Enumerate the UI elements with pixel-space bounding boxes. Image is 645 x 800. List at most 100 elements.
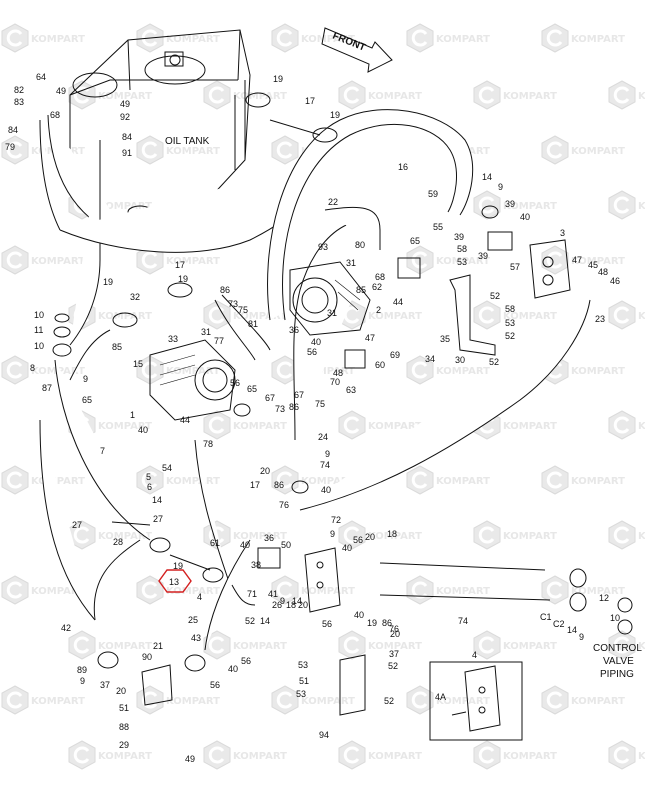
watermark-text: KOMPART: [368, 531, 422, 542]
watermark-text: KOMPART: [571, 696, 625, 707]
watermark-text: KOMPART: [571, 256, 625, 267]
watermark-text: KOMPART: [368, 311, 422, 322]
part-callout: 48: [598, 267, 608, 277]
part-callout: 21: [153, 641, 163, 651]
watermark-text: KOMPART: [98, 641, 152, 652]
watermark-text: KOMPART: [166, 476, 220, 487]
part-callout: 86: [220, 285, 230, 295]
highlighted-part-13[interactable]: 13: [158, 569, 192, 593]
part-callout: 46: [610, 276, 620, 286]
watermark-text: KOMPART: [436, 476, 490, 487]
part-callout: 40: [311, 337, 321, 347]
watermark-text: KOMPART: [436, 366, 490, 377]
part-callout: 1: [130, 410, 135, 420]
part-callout: 86: [274, 480, 284, 490]
watermark-text: KOMPART: [31, 256, 85, 267]
part-callout: 36: [289, 325, 299, 335]
part-callout: 85: [112, 342, 122, 352]
part-callout: 78: [203, 439, 213, 449]
part-callout: 29: [119, 740, 129, 750]
part-callout: 27: [72, 520, 82, 530]
part-callout: 32: [130, 292, 140, 302]
valve-block-4: [304, 547, 341, 613]
part-callout: 53: [298, 660, 308, 670]
watermark-text: KOMPART: [166, 586, 220, 597]
part-callout: 81: [248, 319, 258, 329]
part-callout: 83: [14, 97, 24, 107]
box-48: [344, 349, 366, 369]
part-callout: C2: [553, 619, 565, 629]
part-callout: 52: [245, 616, 255, 626]
watermark-text: KOMPART: [233, 311, 287, 322]
part-callout: 49: [120, 99, 130, 109]
part-callout: 34: [425, 354, 435, 364]
valve-block-3: [529, 239, 571, 299]
watermark-text: KOMPART: [98, 201, 152, 212]
part-callout: 77: [214, 336, 224, 346]
part-callout: 54: [162, 463, 172, 473]
watermark-text: KOMPART: [503, 201, 557, 212]
control-valve-caption: CONTROL VALVE PIPING: [593, 643, 642, 680]
part-callout: 14: [260, 616, 270, 626]
part-callout: 71: [247, 589, 257, 599]
watermark-text: KOMPART: [233, 641, 287, 652]
part-callout: 24: [318, 432, 328, 442]
part-callout: 50: [281, 540, 291, 550]
part-callout: 40: [354, 610, 364, 620]
part-callout: 18: [387, 529, 397, 539]
watermark-text: KOMPART: [571, 476, 625, 487]
part-callout: 73: [228, 299, 238, 309]
part-callout: 65: [82, 395, 92, 405]
bracket-30: [449, 274, 496, 356]
part-callout: 74: [458, 616, 468, 626]
oil-tank-label: OIL TANK: [165, 136, 210, 147]
watermark-text: KOMPART: [98, 531, 152, 542]
watermark-text: KOMPART: [301, 696, 355, 707]
part-callout: 90: [142, 652, 152, 662]
watermark-text: KOMPART: [638, 91, 645, 102]
part-callout: 58: [457, 244, 467, 254]
part-callout: 31: [327, 308, 337, 318]
caption-line-3: PIPING: [600, 669, 634, 680]
watermark-text: KOMPART: [571, 34, 625, 45]
part-callout: 85: [356, 285, 366, 295]
part-callout: 51: [119, 703, 129, 713]
watermark-text: KOMPART: [368, 641, 422, 652]
watermark-text: KOMPART: [233, 751, 287, 762]
part-callout: 40: [520, 212, 530, 222]
part-callout: 53: [457, 257, 467, 267]
watermark-text: KOMPART: [503, 421, 557, 432]
part-callout: 59: [428, 189, 438, 199]
hose-lines: [39, 109, 591, 651]
part-callout: 20: [260, 466, 270, 476]
part-callout: 2: [376, 305, 381, 315]
watermark-text: KOMPART: [233, 421, 287, 432]
part-callout: 53: [296, 689, 306, 699]
part-callout: 73: [275, 404, 285, 414]
part-callout: 76: [279, 500, 289, 510]
part-callout: C1: [540, 612, 552, 622]
box-38: [257, 547, 281, 569]
part-callout: 17: [175, 260, 185, 270]
part-callout: 40: [228, 664, 238, 674]
part-callout: 19: [173, 561, 183, 571]
part-callout: 52: [388, 661, 398, 671]
part-callout: 40: [240, 540, 250, 550]
callout-labels: 6482834968847992498491191719162214959403…: [0, 0, 620, 764]
front-arrow: FRONT: [321, 27, 393, 73]
part-callout: 25: [188, 615, 198, 625]
part-callout: 14: [567, 625, 577, 635]
watermark-text: KOMPART: [166, 146, 220, 157]
part-callout: 63: [346, 385, 356, 395]
watermark-text: KOMPART: [233, 531, 287, 542]
part-callout: 74: [320, 460, 330, 470]
part-callout: 62: [372, 282, 382, 292]
part-callout: 64: [36, 72, 46, 82]
part-callout: 87: [42, 383, 52, 393]
part-callout: 15: [133, 359, 143, 369]
part-callout: 67: [265, 393, 275, 403]
highlighted-part-label: 13: [169, 577, 179, 587]
o-rings: [52, 313, 72, 357]
part-callout: 19: [367, 618, 377, 628]
